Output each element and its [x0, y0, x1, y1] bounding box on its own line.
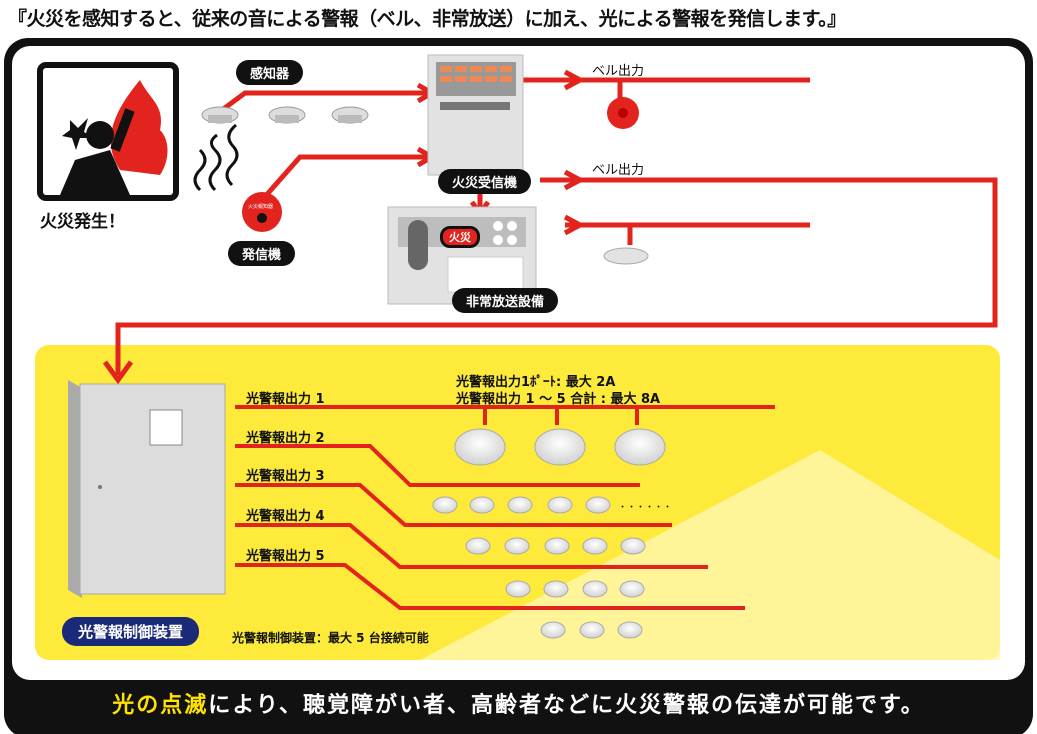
controller-label: 光警報制御装置 — [62, 617, 200, 646]
receiver-label: 火災受信機 — [438, 169, 532, 194]
light-alarm-controller-icon — [68, 380, 226, 598]
output-lines — [235, 405, 775, 610]
manual-alarm-button-text: 火災報知器 — [248, 204, 274, 210]
bell-output-label: ベル出力 — [592, 64, 645, 79]
footer-text: により、聴覚障がい者、高齢者などに火災警報の伝達が可能です。 — [208, 693, 925, 718]
manual-alarm-label: 発信機 — [228, 241, 296, 266]
fire-pictogram-icon — [37, 62, 179, 201]
output-label-3: 光警報出力 3 — [246, 469, 325, 484]
fire-indicator: 火災 — [440, 226, 480, 248]
bell-output-label: ベル出力 — [592, 163, 645, 178]
fire-label: 火災発生！ — [40, 212, 125, 232]
ellipsis: ・・・・・・ — [618, 503, 673, 513]
footer-message: 光の点滅により、聴覚障がい者、高齢者などに火災警報の伝達が可能です。 — [0, 684, 1037, 734]
footer-highlight: 光の点滅 — [112, 693, 209, 718]
bell-icon — [607, 97, 639, 129]
spec-line-1: 光警報出力1ﾎﾟｰﾄ: 最大 2A — [456, 375, 616, 390]
light-alarm-icons — [432, 428, 666, 639]
controller-note: 光警報制御装置：最大 5 台接続可能 — [232, 631, 429, 645]
output-label-4: 光警報出力 4 — [246, 509, 325, 524]
speaker-icon — [603, 247, 649, 265]
output-label-5: 光警報出力 5 — [246, 549, 325, 564]
arrow-icons — [102, 69, 586, 385]
pa-label: 非常放送設備 — [452, 288, 559, 313]
smoke-icon — [193, 123, 239, 192]
detectors-label: 感知器 — [236, 60, 304, 85]
smoke-detector-icons — [201, 106, 369, 124]
fire-receiver-icon — [427, 54, 524, 176]
spec-line-2: 光警報出力 1 ～ 5 合計 : 最大 8A — [456, 392, 661, 407]
output-label-1: 光警報出力 1 — [246, 392, 325, 407]
manual-alarm-icon — [242, 192, 282, 232]
page-title: 『火災を感知すると、従来の音による警報（ベル、非常放送）に加え、光による警報を発… — [8, 8, 846, 30]
output-label-2: 光警報出力 2 — [246, 431, 325, 446]
